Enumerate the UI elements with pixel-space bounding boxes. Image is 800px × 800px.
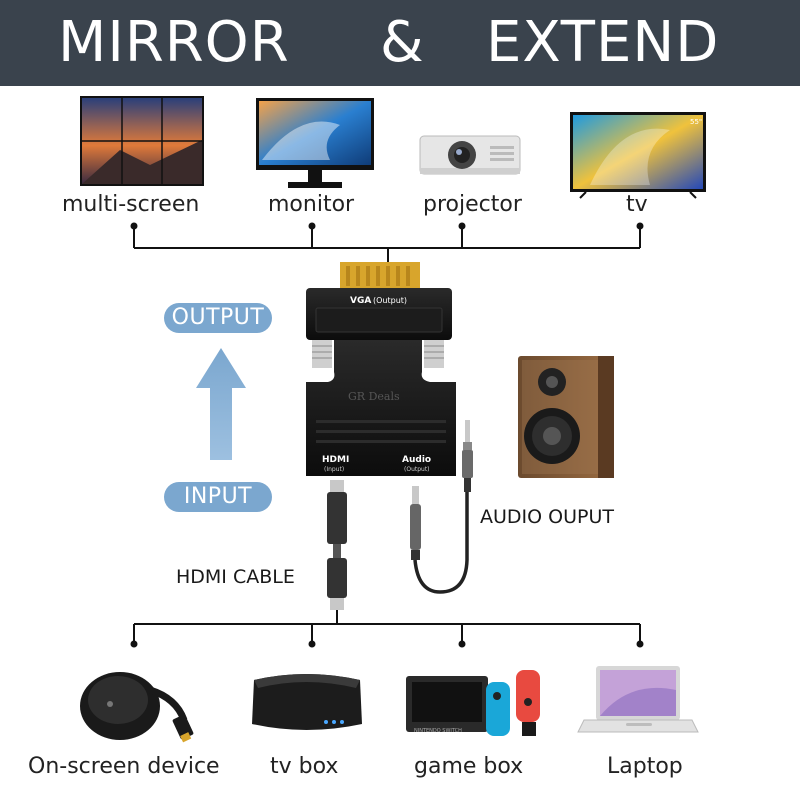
input-label-laptop: Laptop [607, 754, 683, 779]
hdmi-cable [327, 480, 347, 610]
vga-hdmi-adapter [306, 262, 456, 476]
output-bracket [133, 226, 641, 262]
audio-port-sublabel: (Output) [404, 466, 430, 473]
title-banner: MIRROR & EXTEND [0, 0, 800, 86]
input-label-on-screen-device: On-screen device [28, 754, 220, 779]
input-bracket-dots [130, 640, 644, 648]
vga-port-label: VGA [350, 296, 371, 306]
output-label-multi-screen: multi-screen [62, 192, 200, 217]
game-console-icon [406, 670, 540, 736]
output-label-projector: projector [423, 192, 522, 217]
audio-port-label: Audio [402, 455, 431, 465]
input-pill: INPUT [164, 482, 272, 512]
input-bracket [133, 610, 641, 644]
output-label-monitor: monitor [268, 192, 355, 217]
input-label-game-box: game box [414, 754, 524, 779]
multi-screen-icon [80, 96, 204, 186]
hdmi-port-sublabel: (Input) [324, 466, 344, 473]
signal-direction-arrow [196, 348, 246, 460]
console-brand-text: NINTENDO SWITCH [414, 728, 462, 734]
output-pill: OUTPUT [164, 303, 272, 333]
projector-icon [419, 135, 521, 175]
audio-output-caption: AUDIO OUPUT [480, 506, 614, 528]
input-label-tv-box: tv box [270, 754, 339, 779]
hdmi-cable-caption: HDMI CABLE [176, 566, 295, 588]
output-bracket-dots [130, 222, 644, 230]
streaming-dongle-icon [80, 672, 194, 743]
vga-port-sublabel: (Output) [373, 296, 407, 305]
hdmi-port-label: HDMI [322, 455, 349, 465]
banner-extend-text: EXTEND [486, 10, 720, 75]
laptop-icon [577, 666, 699, 733]
brand-watermark: GR Deals [348, 390, 400, 403]
banner-mirror-text: MIRROR [58, 10, 290, 75]
tv-box-icon [252, 674, 362, 730]
monitor-icon [256, 98, 374, 188]
tv-icon: 55" [570, 112, 706, 199]
audio-cable [410, 420, 473, 594]
banner-ampersand: & [380, 10, 425, 75]
tv-size-badge: 55" [690, 118, 702, 126]
output-label-tv: tv [626, 192, 648, 217]
speaker-icon [518, 356, 614, 478]
